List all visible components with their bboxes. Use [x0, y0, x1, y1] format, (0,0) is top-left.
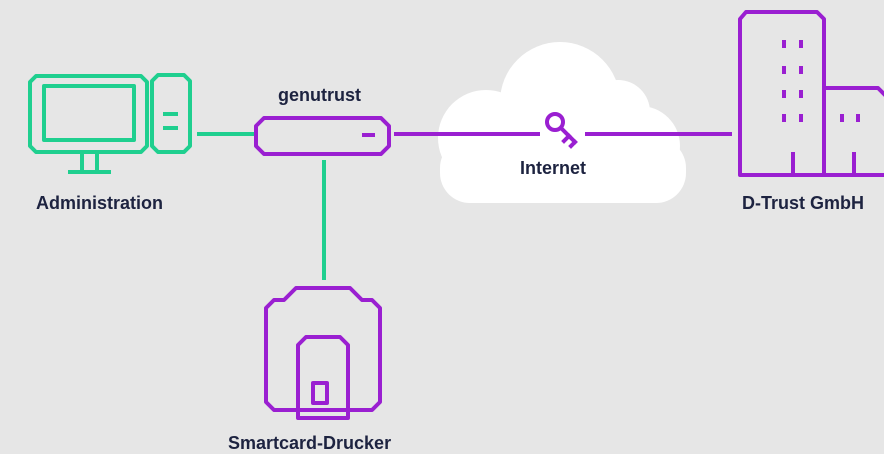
desktop-computer-icon: [28, 73, 192, 174]
printer-label: Smartcard-Drucker: [228, 433, 392, 453]
office-building-icon: [738, 10, 884, 177]
genutrust-label: genutrust: [278, 85, 361, 105]
administration-label: Administration: [36, 193, 164, 213]
internet-label: Internet: [520, 158, 587, 178]
smartcard-printer-icon: [264, 286, 382, 420]
dtrust-label: D-Trust GmbH: [742, 193, 865, 213]
network-appliance-icon: [254, 116, 391, 156]
key-icon: [545, 112, 578, 149]
